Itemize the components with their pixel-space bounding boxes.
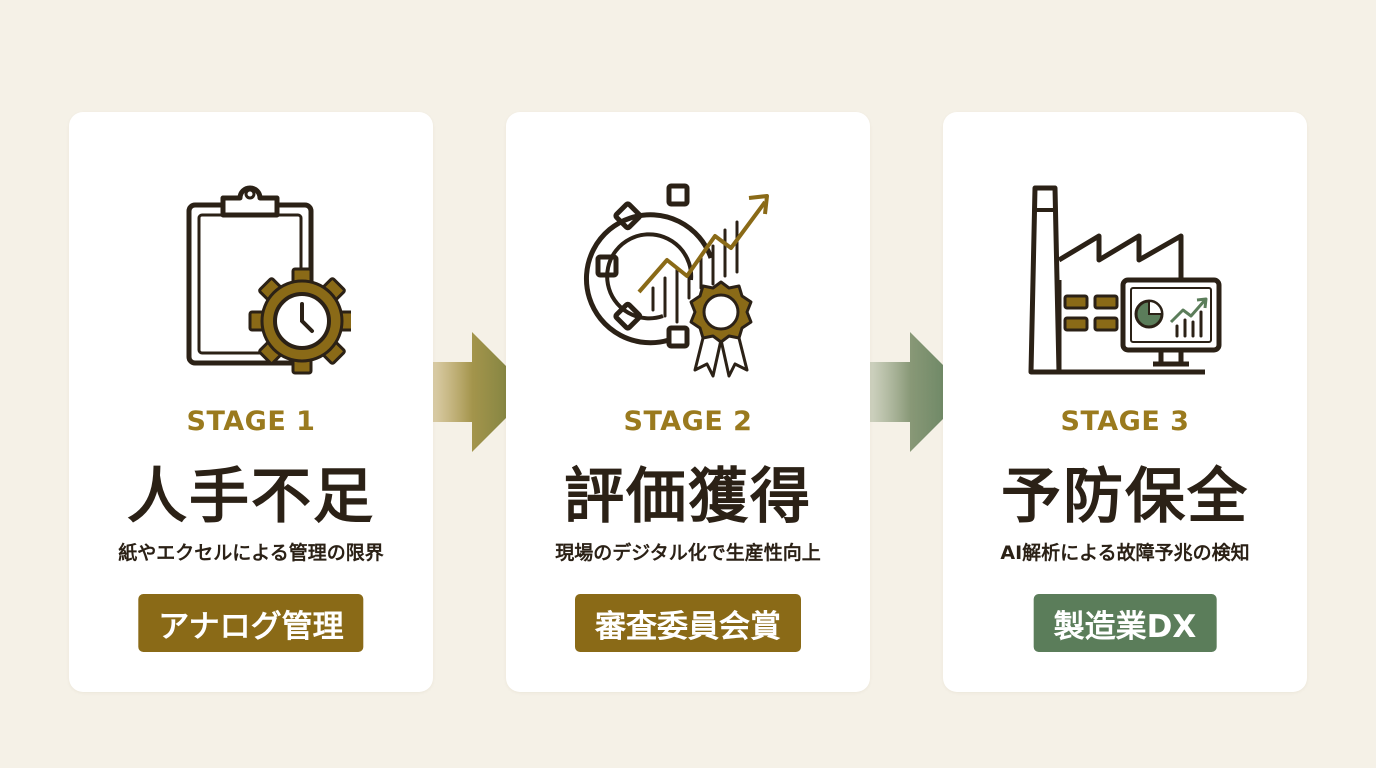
stage-title: 予防保全 [1001, 462, 1249, 532]
stage-description: 紙やエクセルによる管理の限界 [118, 542, 384, 564]
clipboard-gear-clock-icon [186, 185, 351, 375]
stage-card-1: STAGE 1 人手不足 紙やエクセルによる管理の限界 アナログ管理 [69, 112, 433, 692]
stage-label: STAGE 2 [623, 406, 753, 437]
stage-badge: 製造業DX [1033, 594, 1217, 652]
gear-growth-chart-award-icon [583, 183, 769, 378]
stage-badge: 審査委員会賞 [575, 594, 801, 652]
stage-label: STAGE 1 [186, 406, 316, 437]
stage-description: AI解析による故障予兆の検知 [1000, 542, 1250, 564]
stage-badge: アナログ管理 [138, 594, 364, 652]
stage-title: 人手不足 [127, 462, 375, 532]
stage-card-3: STAGE 3 予防保全 AI解析による故障予兆の検知 製造業DX [943, 112, 1307, 692]
stage-label: STAGE 3 [1060, 406, 1190, 437]
arrow-right-icon [838, 332, 970, 452]
factory-monitor-icon [1028, 185, 1222, 375]
stage-card-2: STAGE 2 評価獲得 現場のデジタル化で生産性向上 審査委員会賞 [506, 112, 870, 692]
stage-title: 評価獲得 [564, 462, 812, 532]
stage-description: 現場のデジタル化で生産性向上 [555, 542, 821, 564]
arrow-right-icon [400, 332, 532, 452]
